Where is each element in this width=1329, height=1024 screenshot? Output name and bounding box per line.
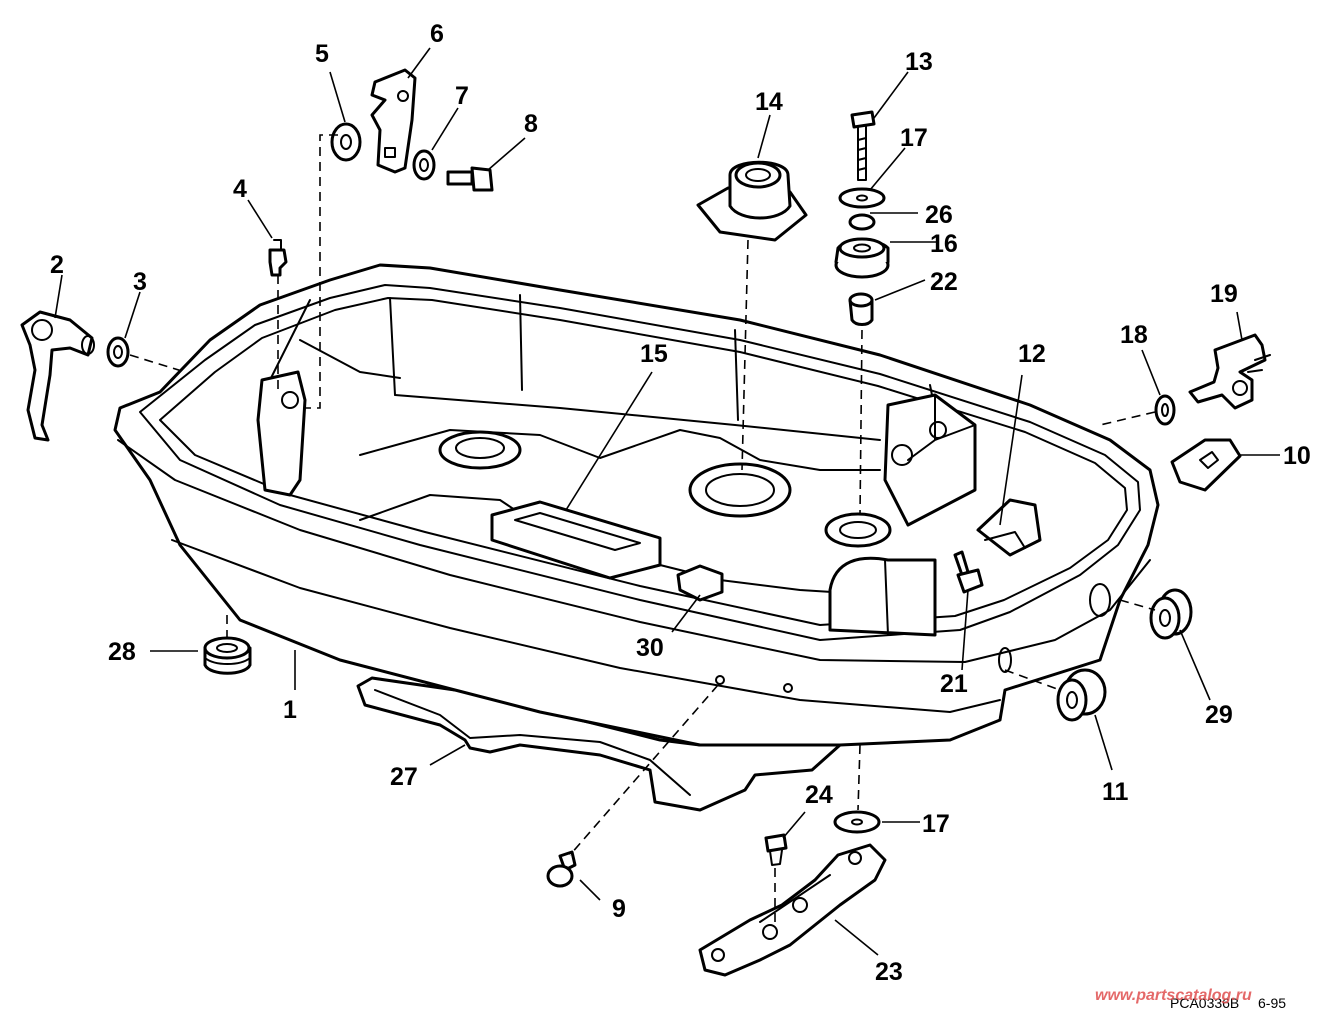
callout-12: 12 [1018, 340, 1046, 368]
assembly-lines [129, 134, 1156, 925]
callout-6: 6 [430, 20, 444, 48]
callout-11: 11 [1102, 778, 1129, 806]
screw-21 [953, 550, 984, 594]
clip-10 [1170, 438, 1242, 492]
left-bracket [256, 370, 307, 497]
pan-body [113, 263, 1160, 747]
callout-2: 2 [50, 251, 64, 279]
grommet-29 [1149, 588, 1193, 640]
callout-3: 3 [133, 268, 147, 296]
callout-17-lower: 17 [922, 810, 950, 838]
callout-16: 16 [930, 230, 958, 258]
callout-29: 29 [1205, 701, 1233, 729]
callout-22: 22 [930, 268, 958, 296]
slotted-plate-15 [490, 500, 662, 580]
callout-19: 19 [1210, 280, 1238, 308]
callout-5: 5 [315, 40, 329, 68]
clip-30 [676, 564, 724, 602]
lever-2 [20, 310, 95, 442]
callout-26: 26 [925, 201, 953, 229]
bolt-13 [850, 110, 876, 181]
callout-9: 9 [612, 895, 626, 923]
callout-23: 23 [875, 958, 903, 986]
callout-17-upper: 17 [900, 124, 928, 152]
washer-5 [330, 122, 362, 162]
leader-lines [54, 47, 1280, 956]
washer-17-upper [838, 187, 886, 209]
callout-8: 8 [524, 110, 538, 138]
callout-1: 1 [283, 696, 297, 724]
callout-27: 27 [390, 763, 418, 791]
watermark: www.partscatalog.ru [1095, 987, 1252, 1004]
sleeve-22 [848, 292, 874, 326]
callout-13: 13 [905, 48, 933, 76]
fitting-19 [1188, 333, 1271, 410]
callout-labels: 1 2 3 4 5 6 7 8 9 10 11 12 13 14 15 16 1… [50, 20, 1311, 986]
grommet-28 [203, 636, 252, 675]
screw-8 [446, 166, 494, 192]
washer-3 [106, 336, 130, 368]
grommet-hole-14 [688, 462, 792, 518]
callout-7: 7 [455, 82, 469, 110]
date-code: 6-95 [1258, 995, 1286, 1011]
grommet-14 [696, 160, 808, 242]
mount-16 [834, 237, 890, 279]
callout-15: 15 [640, 340, 668, 368]
callout-30: 30 [636, 634, 664, 662]
spacer-26 [848, 213, 876, 231]
latch-6 [370, 68, 417, 174]
stud-4 [268, 239, 288, 277]
plug-9 [546, 850, 577, 888]
washer-18 [1154, 394, 1176, 426]
lockwasher-7 [412, 149, 436, 181]
drawing-code: PCA0336B [1170, 995, 1239, 1011]
callout-21: 21 [940, 670, 968, 698]
callout-28: 28 [108, 638, 136, 666]
washer-17-lower [833, 810, 881, 834]
callout-18: 18 [1120, 321, 1148, 349]
bolt-24 [764, 833, 788, 866]
callout-4: 4 [233, 175, 247, 203]
bracket-23 [698, 843, 887, 977]
lower-motor-cover-pan [113, 263, 1160, 812]
callout-10: 10 [1283, 442, 1311, 470]
callout-14: 14 [755, 88, 783, 116]
callout-24: 24 [805, 781, 833, 809]
grommet-11 [1056, 668, 1107, 722]
